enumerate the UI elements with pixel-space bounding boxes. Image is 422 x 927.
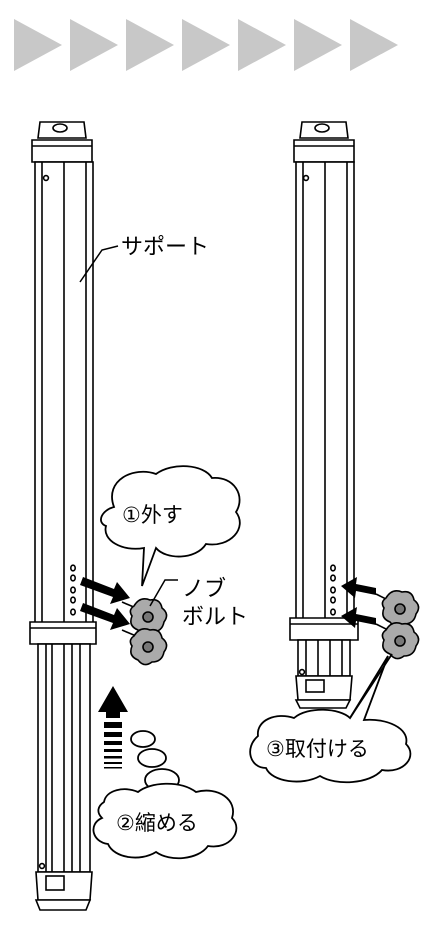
- chevron-icon: [238, 19, 286, 71]
- chevron-icon: [126, 19, 174, 71]
- chevron-icon: [294, 19, 342, 71]
- knob-leader: [149, 579, 178, 607]
- callout-shrink: ②縮める: [92, 782, 238, 860]
- arrow-icon: [80, 577, 130, 604]
- attach-arrows: [341, 577, 376, 628]
- knob-label-line2: ボルト: [182, 605, 248, 630]
- knob-bolts-right: [375, 590, 420, 660]
- arrow-icon: [341, 607, 376, 628]
- callout-attach: ③取付ける: [249, 653, 412, 784]
- arrow-icon: [80, 603, 130, 630]
- chevron-icon: [14, 19, 62, 71]
- knob-bolts-left: [121, 598, 168, 666]
- chevron-icon: [70, 19, 118, 71]
- callout-remove: ①外す: [100, 465, 241, 587]
- support-right: [289, 121, 359, 709]
- step1-label: ①外す: [122, 503, 183, 527]
- header-chevrons: [14, 19, 398, 71]
- support-leader: [79, 245, 119, 283]
- support-label: サポート: [121, 235, 209, 260]
- chevron-icon: [350, 19, 398, 71]
- arrow-icon: [341, 577, 376, 598]
- thought-bubble-dots: [130, 730, 180, 792]
- remove-arrows: [80, 577, 130, 630]
- step3-label: ③取付ける: [266, 737, 369, 761]
- support-left: [29, 121, 97, 911]
- step2-label: ②縮める: [116, 811, 198, 835]
- knob-label-line1: ノブ: [182, 577, 226, 602]
- chevron-icon: [182, 19, 230, 71]
- shrink-arrow-icon: [98, 686, 128, 769]
